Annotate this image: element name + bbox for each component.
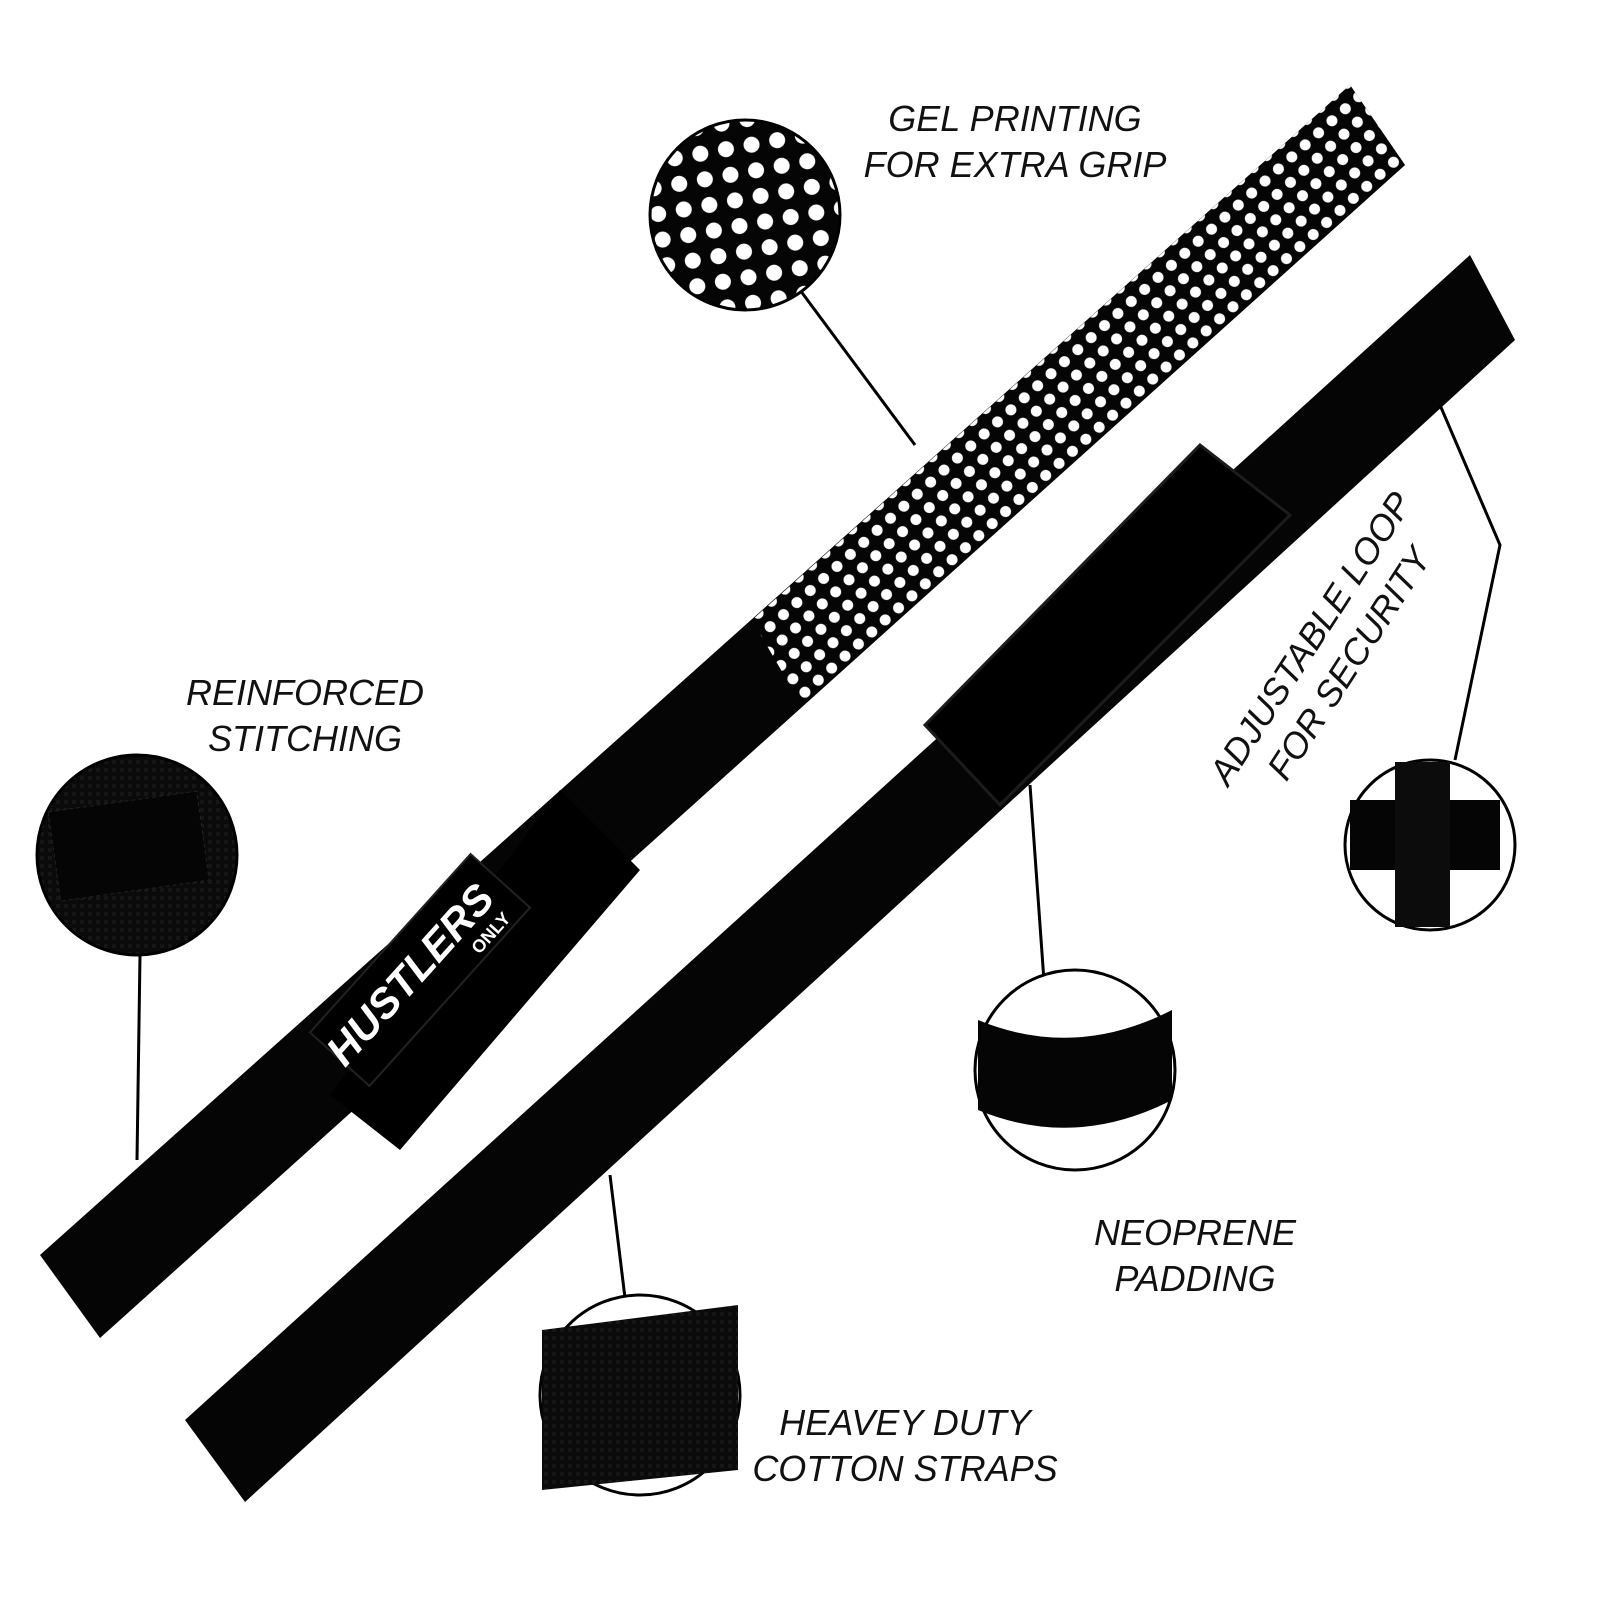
cotton-leader-line [608, 1174, 627, 1299]
gel-label-line2: FOR EXTRA GRIP [863, 144, 1167, 185]
gel-label: GEL PRINTING FOR EXTRA GRIP [850, 96, 1180, 188]
strap-right [185, 255, 1515, 1502]
padding-detail-circle [973, 968, 1177, 1172]
padding-label-line1: NEOPRENE [1093, 1212, 1297, 1253]
neoprene-pad [922, 442, 1293, 808]
stitching-detail-circle [35, 753, 239, 957]
gel-detail-circle [648, 118, 842, 312]
stitching-label: REINFORCED STITCHING [160, 670, 450, 762]
padding-label: NEOPRENE PADDING [1070, 1210, 1320, 1302]
cotton-detail-circle [538, 1293, 742, 1497]
padding-leader-line [1028, 784, 1047, 996]
gel-grip-region [752, 85, 1405, 706]
left-padding [330, 790, 640, 1150]
cotton-label-line2: COTTON STRAPS [752, 1448, 1058, 1489]
loop-leader-line [1438, 404, 1502, 761]
gel-label-line1: GEL PRINTING [888, 98, 1142, 139]
stitching-label-line2: STITCHING [208, 718, 402, 759]
cotton-label-line1: HEAVEY DUTY [779, 1402, 1031, 1443]
gel-leader-line [798, 289, 917, 446]
stitching-label-line1: REINFORCED [185, 672, 424, 713]
stitching-leader-line [135, 954, 142, 1161]
loop-detail-circle [1343, 758, 1517, 932]
cotton-label: HEAVEY DUTY COTTON STRAPS [730, 1400, 1080, 1492]
padding-label-line2: PADDING [1114, 1258, 1276, 1299]
